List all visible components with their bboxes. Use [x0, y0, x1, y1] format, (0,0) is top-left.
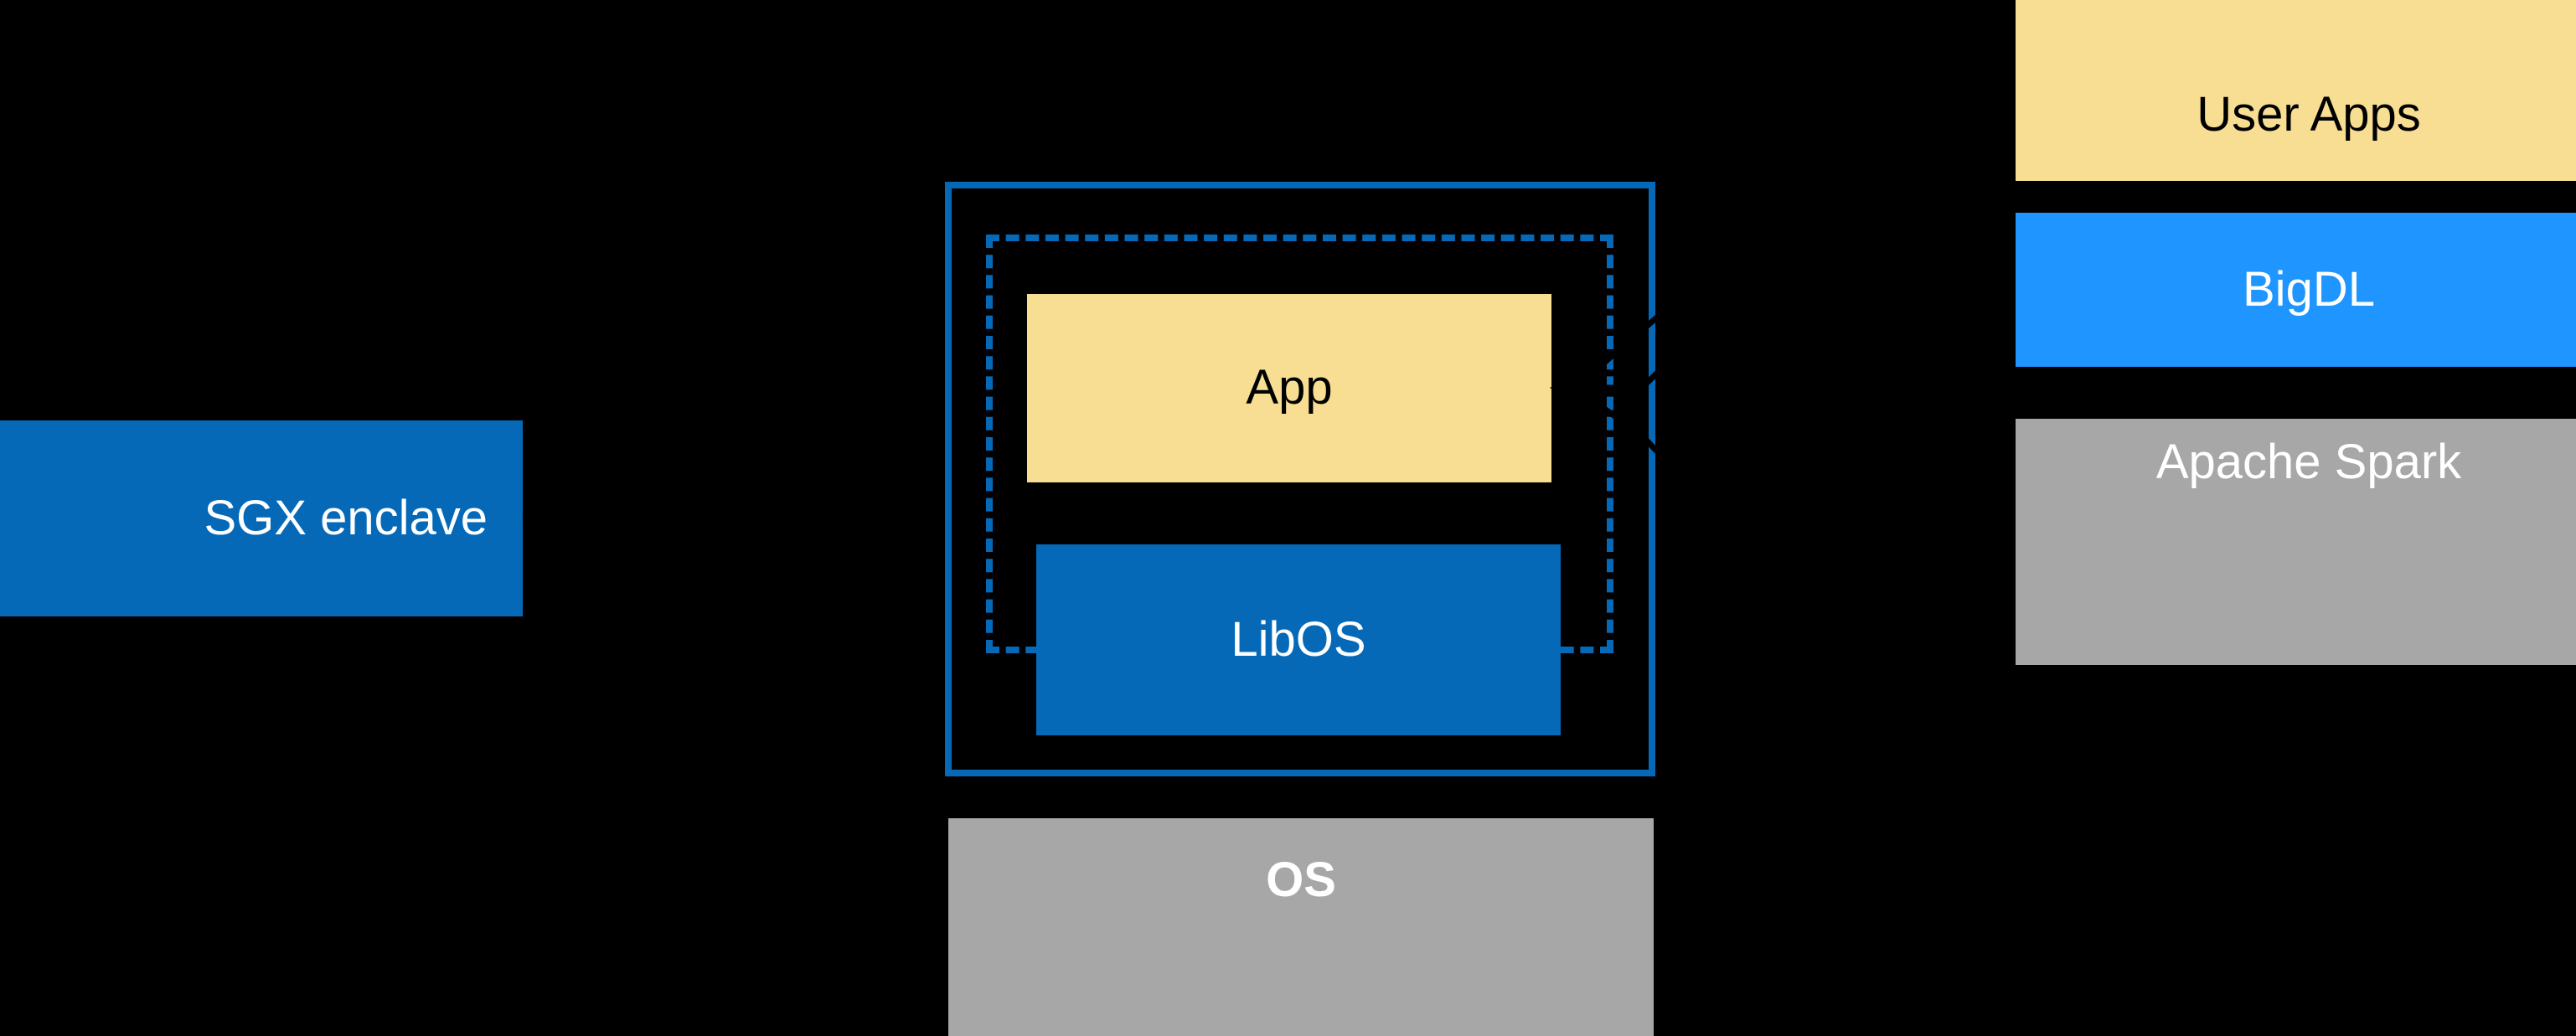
- libos-box: LibOS: [1036, 544, 1561, 735]
- libos-label: LibOS: [1231, 611, 1366, 667]
- apache-spark-label: Apache Spark: [2155, 435, 2462, 489]
- os-box: OS: [948, 818, 1654, 1036]
- bigdl-box: BigDL: [2016, 213, 2576, 367]
- os-label: OS: [1266, 853, 1336, 907]
- app-label: App: [1246, 360, 1333, 415]
- connector-sgx-enclave-to-enclave-frame: [522, 506, 754, 524]
- user-apps-box: User Apps: [2016, 0, 2576, 181]
- bigdl-label: BigDL: [2243, 261, 2375, 317]
- sgx-enclave-box: SGX enclave: [0, 420, 523, 616]
- app-box: App: [1027, 294, 1551, 482]
- sgx-enclave-label: SGX enclave: [204, 490, 488, 545]
- apache-spark-box: Apache Spark: [2016, 419, 2576, 665]
- user-apps-label: User Apps: [2197, 87, 2421, 142]
